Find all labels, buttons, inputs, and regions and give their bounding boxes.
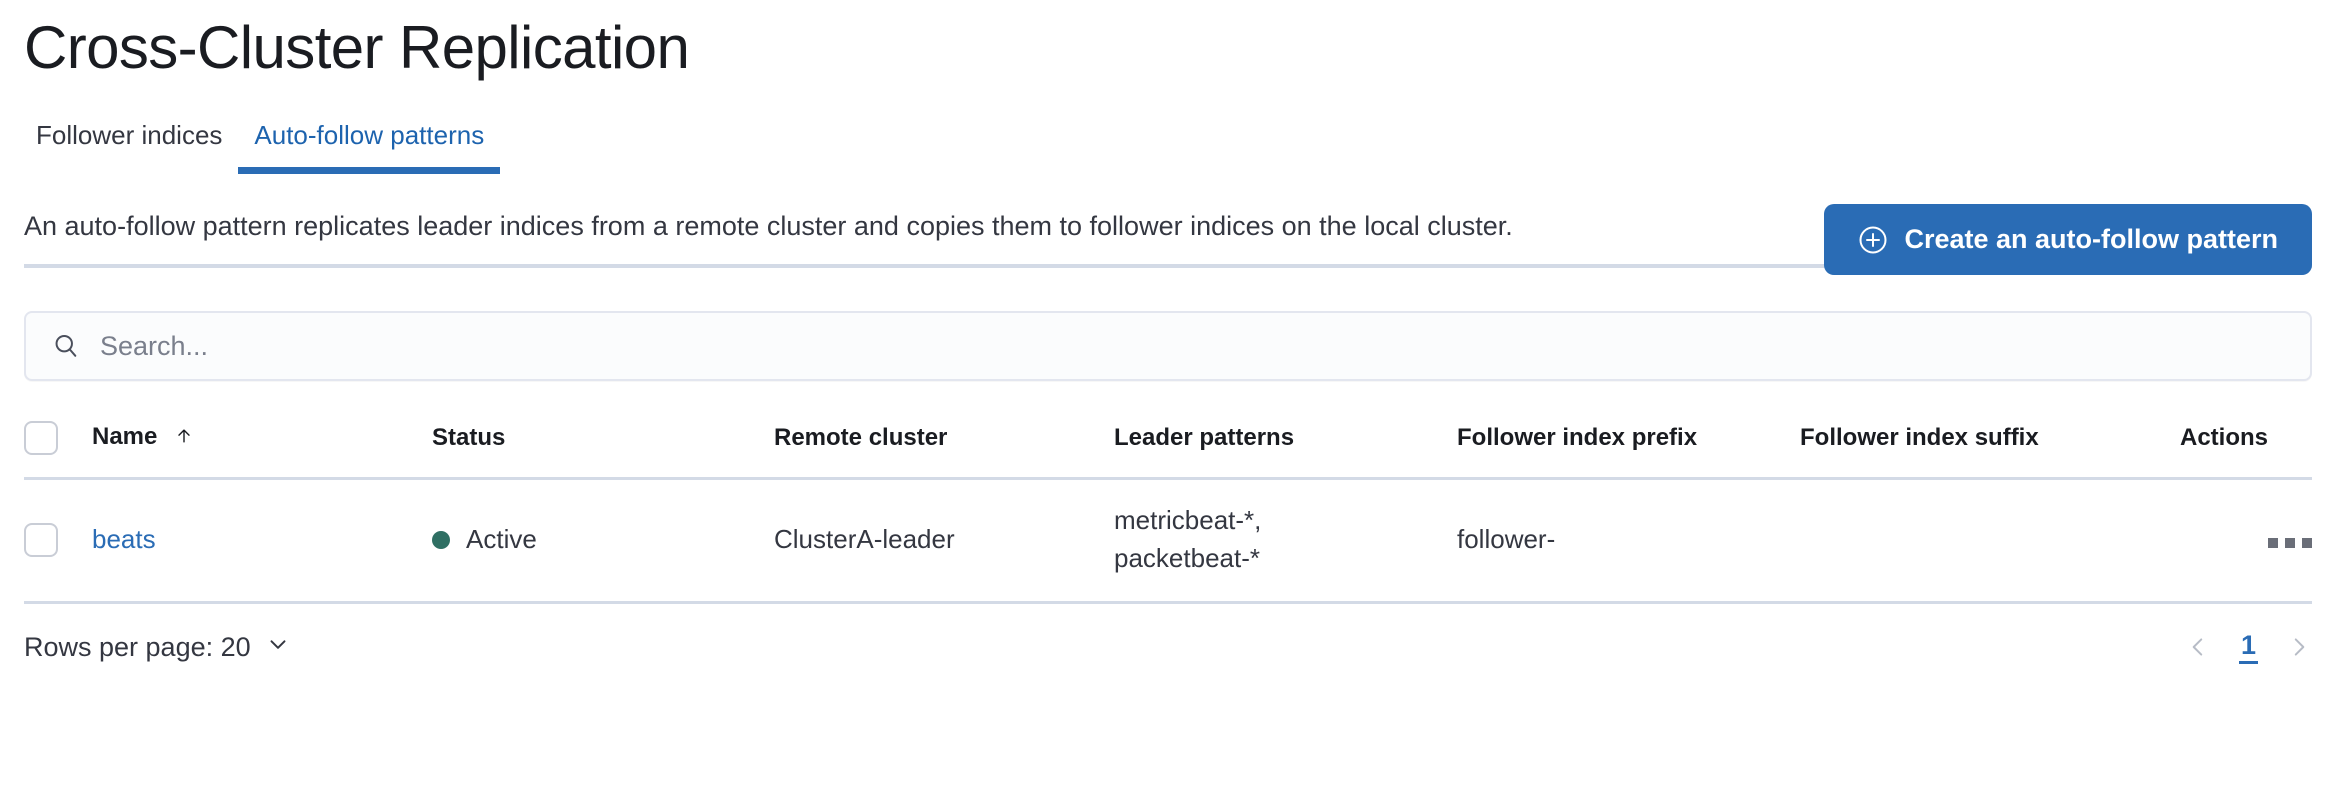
row-status-cell: Active bbox=[432, 478, 774, 605]
column-header-actions: Actions bbox=[2180, 403, 2312, 480]
column-header-remote-cluster-label: Remote cluster bbox=[774, 424, 948, 451]
rows-per-page-label: Rows per page: 20 bbox=[24, 631, 251, 662]
intro-section: An auto-follow pattern replicates leader… bbox=[24, 204, 2312, 275]
row-follower-index-suffix-cell bbox=[1800, 478, 2180, 605]
page-title: Cross-Cluster Replication bbox=[24, 14, 690, 81]
status-label: Active bbox=[466, 524, 537, 555]
search-icon bbox=[52, 332, 80, 360]
row-actions-cell bbox=[2180, 478, 2312, 605]
column-header-status-label: Status bbox=[432, 424, 506, 451]
column-header-remote-cluster: Remote cluster bbox=[774, 403, 1114, 480]
column-header-follower-index-suffix-label: Follower index suffix bbox=[1800, 424, 2039, 451]
tab-auto-follow-patterns[interactable]: Auto-follow patterns bbox=[238, 112, 501, 174]
row-name-cell: beats bbox=[92, 478, 432, 605]
chevron-down-icon bbox=[265, 631, 291, 664]
create-auto-follow-pattern-label: Create an auto-follow pattern bbox=[1904, 224, 2278, 254]
tab-follower-indices[interactable]: Follower indices bbox=[20, 112, 238, 174]
column-header-actions-label: Actions bbox=[2180, 424, 2269, 451]
tab-bar-divider bbox=[24, 264, 2312, 268]
row-follower-index-prefix-cell: follower- bbox=[1457, 478, 1800, 605]
pagination-page-1[interactable]: 1 bbox=[2238, 630, 2258, 665]
chevron-left-icon[interactable] bbox=[2185, 634, 2211, 660]
column-header-name[interactable]: Name bbox=[92, 403, 432, 480]
rows-per-page-selector[interactable]: Rows per page: 20 bbox=[24, 631, 291, 664]
column-header-leader-patterns-label: Leader patterns bbox=[1114, 424, 1295, 451]
row-remote-cluster-cell: ClusterA-leader bbox=[774, 478, 1114, 605]
column-header-follower-index-prefix-label: Follower index prefix bbox=[1457, 424, 1698, 451]
column-header-follower-index-prefix: Follower index prefix bbox=[1457, 403, 1800, 480]
plus-in-circle-icon bbox=[1858, 225, 1888, 255]
tab-follower-indices-label: Follower indices bbox=[36, 120, 223, 150]
row-select-cell bbox=[24, 478, 92, 605]
search-input[interactable] bbox=[100, 313, 2284, 379]
column-header-follower-index-suffix: Follower index suffix bbox=[1800, 403, 2180, 480]
status-dot-icon bbox=[432, 530, 450, 549]
pattern-name-link[interactable]: beats bbox=[92, 524, 156, 555]
chevron-right-icon[interactable] bbox=[2286, 634, 2312, 660]
pagination: 1 bbox=[2185, 630, 2312, 665]
row-select-checkbox[interactable] bbox=[24, 522, 58, 557]
column-header-name-label: Name bbox=[92, 423, 158, 450]
column-header-status: Status bbox=[432, 403, 774, 480]
auto-follow-patterns-table: Name Status Remote cluster Leader patter… bbox=[24, 403, 2312, 605]
column-header-leader-patterns: Leader patterns bbox=[1114, 403, 1457, 480]
arrow-up-icon bbox=[174, 425, 194, 453]
tab-bar: Follower indices Auto-follow patterns bbox=[24, 112, 2312, 174]
table-row: beats Active ClusterA-leader metricbeat-… bbox=[24, 478, 2312, 605]
select-all-checkbox[interactable] bbox=[24, 421, 58, 455]
tab-auto-follow-patterns-label: Auto-follow patterns bbox=[254, 120, 485, 150]
select-all-header bbox=[24, 403, 92, 480]
row-leader-patterns-cell: metricbeat-*, packetbeat-* bbox=[1114, 478, 1457, 605]
create-auto-follow-pattern-button[interactable]: Create an auto-follow pattern bbox=[1824, 204, 2312, 275]
leader-patterns-value: metricbeat-*, packetbeat-* bbox=[1114, 505, 1262, 573]
table-footer: Rows per page: 20 1 bbox=[24, 630, 2312, 665]
table-header-row: Name Status Remote cluster Leader patter… bbox=[24, 403, 2312, 480]
intro-description: An auto-follow pattern replicates leader… bbox=[24, 211, 1513, 241]
more-actions-icon[interactable] bbox=[2268, 538, 2312, 549]
search-bar[interactable] bbox=[24, 311, 2312, 381]
